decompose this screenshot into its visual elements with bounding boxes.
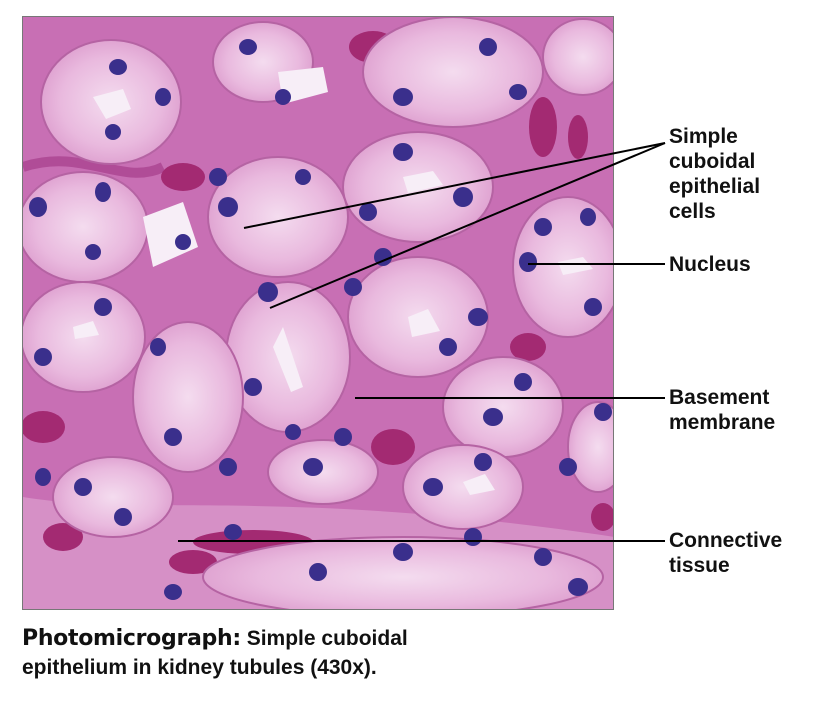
label-simple-cuboidal-epithelial-cells: Simple cuboidal epithelial cells	[669, 124, 760, 224]
caption-line-1: Photomicrograph: Simple cuboidal	[22, 624, 408, 653]
caption-lead: Photomicrograph:	[22, 626, 241, 651]
label-line: Connective	[669, 529, 783, 552]
figure-caption: Photomicrograph: Simple cuboidal epithel…	[22, 624, 408, 682]
label-line: cells	[669, 200, 716, 223]
label-line: cuboidal	[669, 150, 756, 173]
label-line: tissue	[669, 554, 730, 577]
label-line: Simple	[669, 125, 738, 148]
label-basement-membrane: Basement membrane	[669, 385, 775, 435]
micrograph-image	[23, 17, 613, 609]
caption-text-2: epithelium in kidney tubules (430x).	[22, 656, 377, 679]
label-line: membrane	[669, 411, 776, 434]
kidney-tubule-micrograph	[22, 16, 614, 610]
caption-text-1: Simple cuboidal	[246, 627, 408, 650]
nuclei	[29, 38, 612, 600]
label-connective-tissue: Connective tissue	[669, 528, 782, 578]
label-line: Nucleus	[669, 253, 751, 276]
label-nucleus: Nucleus	[669, 252, 751, 277]
label-line: Basement	[669, 386, 770, 409]
label-line: epithelial	[669, 175, 761, 198]
